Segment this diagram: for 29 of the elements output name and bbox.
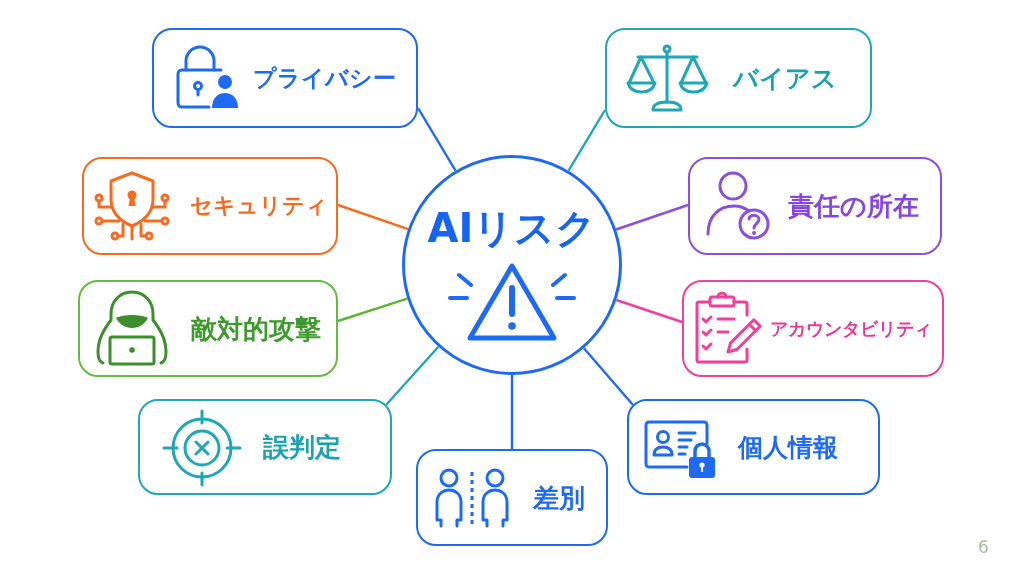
connector-line bbox=[510, 375, 514, 449]
topic-label: 差別 bbox=[533, 484, 585, 511]
topic-label: 責任の所在 bbox=[788, 193, 919, 219]
topic-box bbox=[78, 280, 338, 377]
connector-line bbox=[385, 346, 440, 406]
topic-box bbox=[416, 449, 608, 546]
connector-line bbox=[583, 347, 634, 406]
topic-box bbox=[152, 28, 418, 128]
topic-box bbox=[688, 157, 942, 255]
title-text: AIリスク bbox=[427, 208, 597, 248]
topic-box bbox=[682, 280, 944, 377]
topic-label: 誤判定 bbox=[263, 434, 341, 460]
topic-label: プライバシー bbox=[253, 66, 396, 90]
topic-label: セキュリティ bbox=[190, 195, 328, 217]
topic-label: アカウンタビリティ bbox=[770, 319, 932, 338]
connector-line bbox=[337, 297, 408, 323]
topic-label: バイアス bbox=[733, 65, 837, 91]
connector-line bbox=[615, 203, 689, 231]
topic-label: 個人情報 bbox=[738, 434, 838, 460]
connector-line bbox=[337, 203, 409, 231]
topic-box bbox=[138, 399, 392, 495]
topic-box bbox=[82, 157, 338, 255]
topic-label: 敵対的攻撃 bbox=[191, 315, 321, 342]
page-number: 6 bbox=[978, 539, 989, 556]
connector-line bbox=[615, 298, 683, 324]
connector-line bbox=[567, 109, 607, 172]
connector-line bbox=[416, 107, 457, 172]
topic-box bbox=[627, 399, 880, 495]
topic-box bbox=[605, 28, 872, 128]
